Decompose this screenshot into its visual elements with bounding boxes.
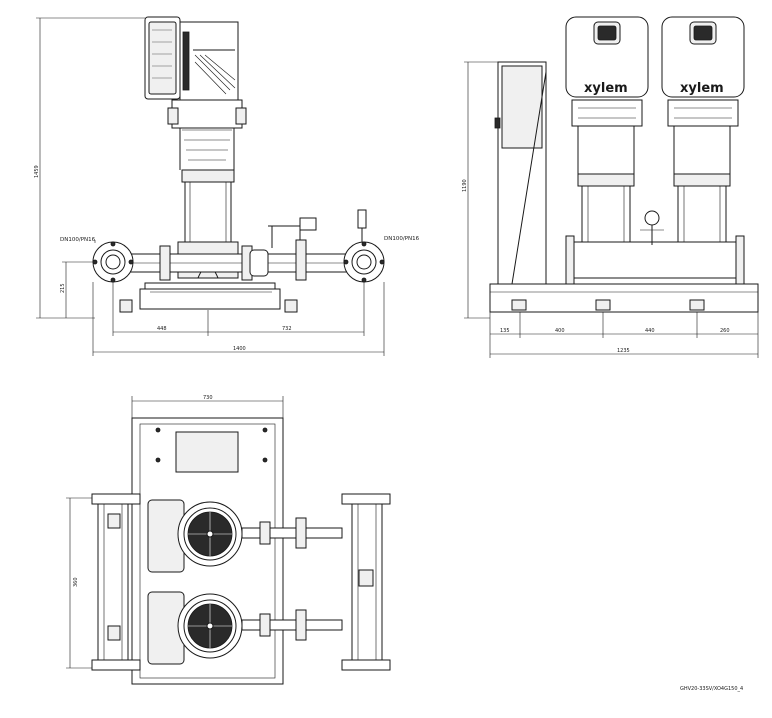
side-dim-d: 260 [720, 328, 730, 334]
side-view: 1190 xylem xylem [462, 16, 759, 358]
front-dim-right: 732 [282, 326, 292, 332]
side-brand-left: xylem [584, 81, 628, 96]
front-inlet-height-dim: 215 [60, 283, 66, 293]
front-flange-right-label: DN100/PN16 [384, 236, 420, 242]
side-dim-c: 440 [645, 328, 655, 334]
side-dim-a: 135 [500, 328, 510, 334]
side-dim-total: 1235 [617, 348, 630, 354]
front-flange-left-label: DN100/PN16 [60, 237, 96, 243]
drawing-number: GHV20-33SV/XO4G150_4 [680, 686, 743, 692]
front-dim-total: 1400 [233, 346, 246, 352]
side-height-dim: 1190 [462, 179, 468, 192]
front-height-dim: 1459 [34, 165, 40, 178]
side-brand-right: xylem [680, 81, 724, 96]
front-dim-left: 448 [157, 326, 167, 332]
top-spacing-dim: 360 [73, 577, 79, 587]
side-dim-b: 400 [555, 328, 565, 334]
top-width-dim: 730 [203, 395, 213, 401]
top-view: 730 [66, 395, 391, 685]
front-view: 1459 215 [34, 16, 420, 356]
